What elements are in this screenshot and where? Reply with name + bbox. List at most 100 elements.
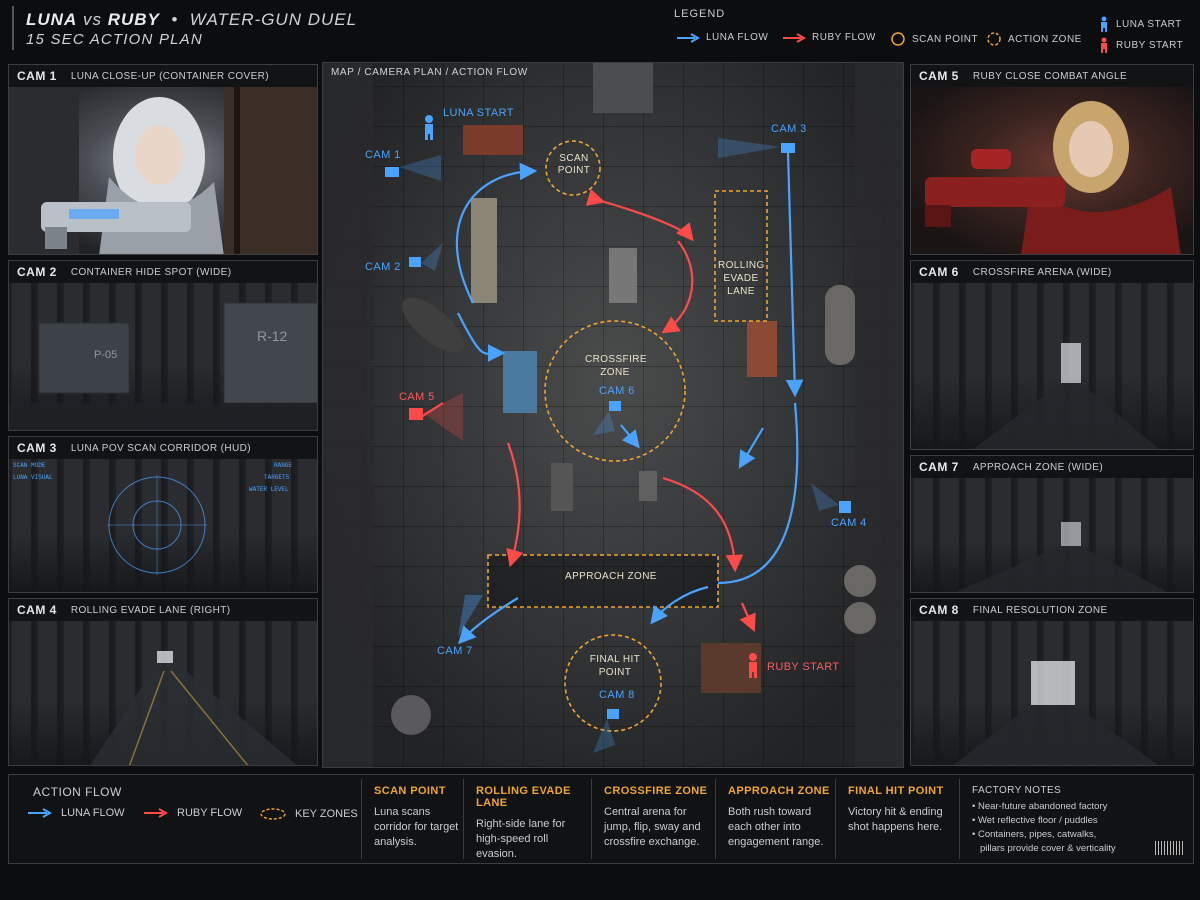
map-cam7-label: CAM 7 <box>437 645 473 657</box>
hud-overlay: SCAN MODE LUNA VISUAL RANGE TARGETS WATE… <box>13 462 292 575</box>
arrow-right-icon <box>144 808 169 818</box>
crossfire-zone[interactable] <box>544 320 686 462</box>
cam1-id: CAM 1 <box>17 69 57 83</box>
cam2-id: CAM 2 <box>17 265 57 279</box>
cam6-panel[interactable]: CAM 6 CROSSFIRE ARENA (WIDE) <box>910 260 1194 450</box>
tank-right <box>825 285 855 365</box>
title-sub: WATER-GUN DUEL <box>189 10 358 29</box>
cam3-id: CAM 3 <box>17 441 57 455</box>
map-cam3-label: CAM 3 <box>771 123 807 135</box>
map-scan-point-label: SCAN POINT <box>557 153 591 176</box>
container-mid <box>609 248 637 303</box>
cam3-image-hud: SCAN MODE LUNA VISUAL RANGE TARGETS WATE… <box>9 459 317 592</box>
cam4-desc: ROLLING EVADE LANE (RIGHT) <box>70 604 231 616</box>
cam7-label: CAM 7 APPROACH ZONE (WIDE) <box>911 456 1193 478</box>
zone-crossfire-title: CROSSFIRE ZONE <box>604 785 708 797</box>
arrow-right-icon <box>677 32 700 43</box>
factory-notes-list: • Near-future abandoned factory • Wet re… <box>972 800 1193 856</box>
cam3-label: CAM 3 LUNA POV SCAN CORRIDOR (HUD) <box>9 437 317 459</box>
evade-lane-illustration <box>90 651 297 765</box>
legend-action-zone-label: ACTION ZONE <box>1008 33 1082 45</box>
luna-flow-3 <box>785 152 804 398</box>
camera-icon-1[interactable] <box>385 155 441 181</box>
rolling-evade-zone[interactable] <box>714 190 768 322</box>
map-approach-label: APPROACH ZONE <box>565 571 657 582</box>
cam5-label: CAM 5 RUBY CLOSE COMBAT ANGLE <box>911 65 1193 87</box>
approach-illustration <box>955 522 1168 592</box>
camera-icon-8[interactable] <box>593 709 619 753</box>
cam4-id: CAM 4 <box>17 603 57 617</box>
cam6-label: CAM 6 CROSSFIRE ARENA (WIDE) <box>911 261 1193 283</box>
note-item: • Near-future abandoned factory <box>972 801 1108 812</box>
luna-flow-2 <box>457 312 506 362</box>
legend-action-zone: ACTION ZONE <box>986 31 1082 47</box>
cam1-label: CAM 1 LUNA CLOSE-UP (CONTAINER COVER) <box>9 65 317 87</box>
camera-icon-7[interactable] <box>458 595 483 637</box>
map-cam5-label: CAM 5 <box>399 391 435 403</box>
action-map[interactable]: MAP / CAMERA PLAN / ACTION FLOW <box>322 62 904 768</box>
cam5-desc: RUBY CLOSE COMBAT ANGLE <box>972 70 1128 82</box>
zone-final-hit-title: FINAL HIT POINT <box>848 785 944 797</box>
camera-icon-2[interactable] <box>409 243 443 271</box>
arena-illustration <box>973 343 1159 449</box>
cam3-panel[interactable]: CAM 3 LUNA POV SCAN CORRIDOR (HUD) SCAN … <box>8 436 318 593</box>
map-luna-start-label: LUNA START <box>443 107 514 119</box>
cam2-panel[interactable]: CAM 2 CONTAINER HIDE SPOT (WIDE) P-05 R-… <box>8 260 318 431</box>
note-item: • Wet reflective floor / puddles <box>972 815 1098 826</box>
zone-rolling-evade: ROLLING EVADE LANE Right-side lane for h… <box>463 779 591 860</box>
legend-ruby-start-label: RUBY START <box>1116 39 1184 51</box>
zone-crossfire-desc: Central arena for jump, flip, sway and c… <box>604 806 701 848</box>
container-label-p: P-05 <box>94 349 117 361</box>
zone-scan-point-title: SCAN POINT <box>374 785 446 797</box>
ruby-flow-2 <box>661 240 694 334</box>
zone-rolling-evade-title: ROLLING EVADE LANE <box>476 785 571 809</box>
final-hit-zone[interactable] <box>564 634 662 732</box>
cam8-id: CAM 8 <box>919 603 959 617</box>
fan-unit <box>391 695 431 735</box>
ruby-portrait-illustration <box>925 101 1181 254</box>
cam4-panel[interactable]: CAM 4 ROLLING EVADE LANE (RIGHT) <box>8 598 318 766</box>
note-item: • Containers, pipes, catwalks, <box>972 829 1097 840</box>
camera-icon-3[interactable] <box>718 138 795 158</box>
container-right <box>747 321 777 377</box>
right-catwalk <box>855 63 903 767</box>
header: LUNA vs RUBY • WATER-GUN DUEL 15 SEC ACT… <box>0 0 1200 58</box>
cam7-image-approach <box>911 478 1193 592</box>
legend-ruby-flow-label: RUBY FLOW <box>812 32 876 43</box>
title-block: LUNA vs RUBY • WATER-GUN DUEL 15 SEC ACT… <box>12 6 356 50</box>
page-subtitle: 15 SEC ACTION PLAN <box>26 31 203 48</box>
final-zone-illustration <box>953 661 1159 765</box>
legend-title: LEGEND <box>674 8 726 20</box>
container-blue <box>503 351 537 413</box>
title-separator: • <box>171 10 179 29</box>
cam8-label: CAM 8 FINAL RESOLUTION ZONE <box>911 599 1193 621</box>
cam8-panel[interactable]: CAM 8 FINAL RESOLUTION ZONE <box>910 598 1194 766</box>
scan-point-zone[interactable] <box>545 140 601 196</box>
camera-icon-4[interactable] <box>811 483 851 513</box>
dashed-circle-icon <box>987 32 1001 46</box>
map-final-hit-label: FINAL HIT POINT <box>589 654 641 678</box>
person-icon <box>1101 16 1107 32</box>
ruby-start-marker[interactable] <box>749 653 757 678</box>
zone-scan-point-desc: Luna scans corridor for target analysis. <box>374 806 459 848</box>
cam6-desc: CROSSFIRE ARENA (WIDE) <box>972 266 1112 278</box>
hud-targets: TARGETS <box>264 474 290 481</box>
camera-icon-6[interactable] <box>593 401 621 435</box>
cam5-image-ruby <box>911 87 1193 254</box>
cam5-panel[interactable]: CAM 5 RUBY CLOSE COMBAT ANGLE <box>910 64 1194 255</box>
ruby-flow-1 <box>585 188 694 242</box>
camera-icon-5[interactable] <box>409 393 463 441</box>
cam1-panel[interactable]: CAM 1 LUNA CLOSE-UP (CONTAINER COVER) <box>8 64 318 255</box>
zone-rolling-evade-desc: Right-side lane for high-speed roll evas… <box>476 818 566 860</box>
cam1-desc: LUNA CLOSE-UP (CONTAINER COVER) <box>70 70 270 82</box>
cam4-image-lane <box>9 621 317 765</box>
zone-approach: APPROACH ZONE Both rush toward each othe… <box>715 779 835 859</box>
note-item: pillars provide cover & verticality <box>980 843 1116 854</box>
container-top <box>463 125 523 155</box>
legend-ruby-start: RUBY START <box>1098 37 1183 53</box>
cam7-panel[interactable]: CAM 7 APPROACH ZONE (WIDE) <box>910 455 1194 593</box>
skylight-top <box>593 63 653 113</box>
luna-start-marker[interactable] <box>425 115 433 140</box>
page-title: LUNA vs RUBY • WATER-GUN DUEL <box>26 10 357 30</box>
container-label-r: R-12 <box>257 328 288 344</box>
